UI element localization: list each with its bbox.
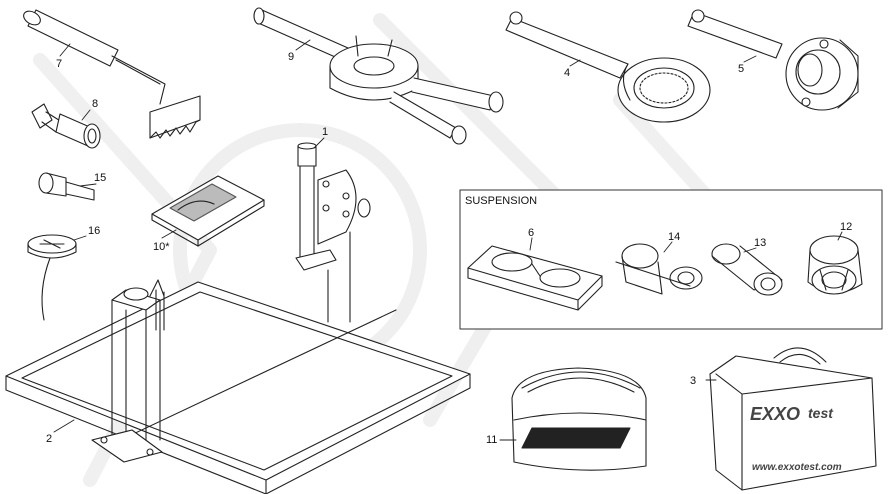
callout-6: 6: [528, 227, 534, 239]
tool-9-clamp: [253, 7, 504, 145]
callout-3: 3: [690, 375, 696, 387]
tool-16-gauge: [27, 234, 77, 321]
callout-16: 16: [88, 225, 100, 237]
tool-3-case: EXXO test www.exxotest.com: [709, 347, 877, 491]
tool-2-tray: [5, 279, 471, 494]
tool-12-slotted-ring: [807, 235, 863, 295]
tool-7-scraper: [23, 9, 201, 139]
callout-labels: 1 2 3 4 5 6 7 8 9 10* 11 12 13 14 15 16 …: [46, 51, 852, 446]
tool-4-spanner: [505, 11, 711, 123]
suspension-title: SUSPENSION: [465, 195, 537, 207]
tool-1-stand: [295, 142, 371, 323]
leader-lines: [53, 39, 843, 441]
callout-10: 10*: [153, 241, 170, 253]
tool-15-pin: [38, 172, 95, 201]
case-brand-prefix: EXXO: [750, 404, 800, 424]
case-url-text: www.exxotest.com: [752, 462, 842, 473]
callout-13: 13: [754, 237, 766, 249]
callout-9: 9: [288, 51, 294, 63]
callout-4: 4: [564, 67, 570, 79]
callout-8: 8: [92, 98, 98, 110]
callout-5: 5: [738, 63, 744, 75]
tool-14-cylinder: [615, 243, 703, 295]
callout-15: 15: [94, 172, 106, 184]
tool-13-sleeve: [711, 243, 783, 296]
tool-10-manual: [151, 175, 265, 247]
case-brand-suffix: test: [808, 405, 834, 421]
tool-5-spanner: [687, 9, 859, 111]
callout-1: 1: [322, 126, 328, 138]
callout-12: 12: [840, 221, 852, 233]
callout-7: 7: [56, 58, 62, 70]
callout-11: 11: [486, 434, 497, 446]
tool-11-bag: SHERCO: [439, 367, 647, 471]
tool-6-clamp-block: [467, 245, 603, 311]
tool-8-adapter: [31, 103, 101, 149]
callout-2: 2: [46, 433, 52, 445]
bag-brand-text: SHERCO: [439, 432, 494, 446]
callout-14: 14: [668, 231, 680, 243]
